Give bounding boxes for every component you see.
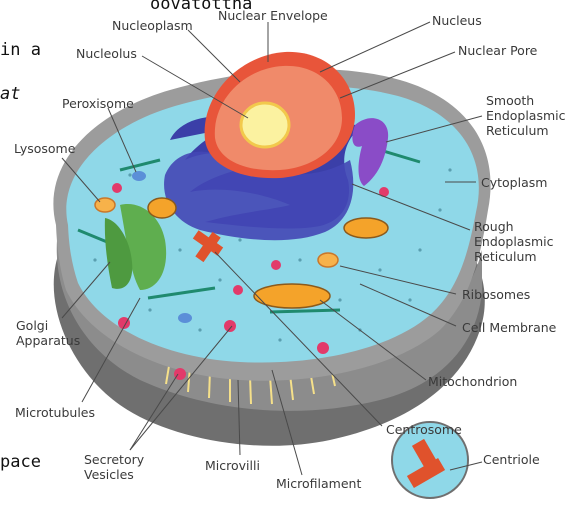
label-centriole: Centriole (483, 452, 540, 467)
label-microvilli: Microvilli (205, 458, 260, 473)
label-nucleolus: Nucleolus (76, 46, 137, 61)
label-nuclear-pore: Nuclear Pore (458, 43, 537, 58)
label-line: Rough (474, 219, 554, 234)
label-line: Vesicles (84, 467, 144, 482)
label-line: Reticulum (474, 249, 554, 264)
label-nuclear-envelope: Nuclear Envelope (218, 8, 328, 23)
label-secretory-vesicles: Secretory Vesicles (84, 452, 144, 482)
label-ribosomes: Ribosomes (462, 287, 530, 302)
peroxisome (132, 171, 146, 181)
label-cytoplasm: Cytoplasm (481, 175, 547, 190)
label-smooth-er: Smooth Endoplasmic Reticulum (486, 93, 566, 138)
label-line: Reticulum (486, 123, 566, 138)
label-golgi: Golgi Apparatus (16, 318, 80, 348)
label-nucleus: Nucleus (432, 13, 482, 28)
label-microfilament: Microfilament (276, 476, 361, 491)
label-line: Endoplasmic (474, 234, 554, 249)
label-line: Smooth (486, 93, 566, 108)
label-line: Golgi (16, 318, 80, 333)
label-peroxisome: Peroxisome (62, 96, 134, 111)
label-nucleoplasm: Nucleoplasm (112, 18, 193, 33)
label-microtubules: Microtubules (15, 405, 95, 420)
label-mitochondrion: Mitochondrion (428, 374, 517, 389)
label-line: Endoplasmic (486, 108, 566, 123)
label-cell-membrane: Cell Membrane (462, 320, 556, 335)
nucleolus (241, 103, 289, 147)
label-lysosome: Lysosome (14, 141, 75, 156)
label-line: Secretory (84, 452, 144, 467)
label-rough-er: Rough Endoplasmic Reticulum (474, 219, 554, 264)
label-line: Apparatus (16, 333, 80, 348)
label-centrosome: Centrosome (386, 422, 462, 437)
